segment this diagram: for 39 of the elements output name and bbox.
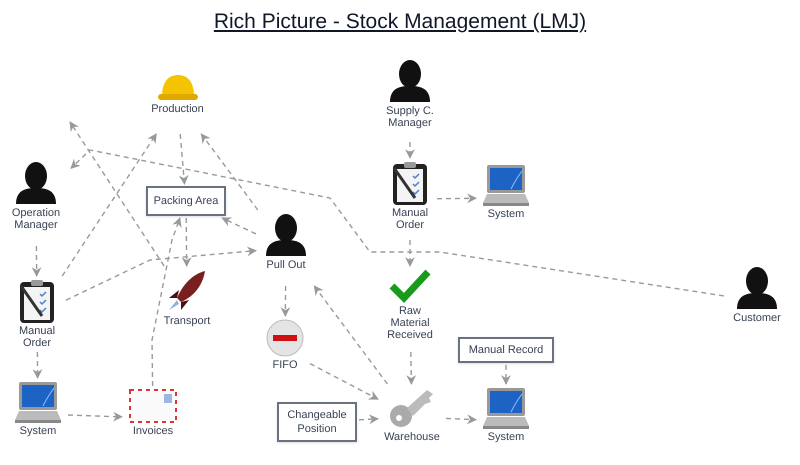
- dashed-arrow: [314, 285, 388, 384]
- node-label: System: [488, 431, 524, 443]
- dashed-arrow: [62, 133, 157, 276]
- dashed-arrow: [501, 365, 511, 385]
- dashed-arrow: [151, 217, 182, 386]
- box-label: Manual Record: [468, 343, 544, 357]
- dashed-arrow: [69, 121, 165, 266]
- box-label: Changeable Position: [286, 408, 348, 436]
- dashed-arrow: [182, 218, 192, 267]
- dashed-arrow: [358, 414, 379, 424]
- dashed-arrow: [178, 134, 189, 185]
- dashed-arrow: [310, 362, 379, 400]
- title: Rich Picture - Stock Management (LMJ): [212, 9, 588, 35]
- dashed-arrow: [200, 133, 258, 210]
- dashed-arrow: [221, 217, 256, 235]
- node-label: Transport: [164, 315, 210, 327]
- node-label: System: [488, 208, 524, 220]
- node-label: Warehouse: [384, 431, 440, 443]
- node-label: Pull Out: [266, 259, 306, 271]
- node-label: Customer: [733, 312, 781, 324]
- dashed-arrow: [66, 246, 257, 301]
- dashed-arrow: [405, 240, 415, 267]
- dashed-arrow: [68, 412, 123, 422]
- label-box: [458, 337, 554, 363]
- dashed-arrow: [280, 286, 290, 317]
- dashed-arrow: [437, 194, 477, 204]
- label-box: [146, 186, 226, 216]
- dashed-arrow: [405, 142, 415, 159]
- dashed-arrow: [70, 149, 724, 297]
- node-label: System: [20, 425, 56, 437]
- box-label: Packing Area: [154, 194, 218, 208]
- dashed-arrow: [32, 352, 42, 379]
- dashed-arrow: [446, 414, 477, 424]
- node-label: FIFO: [272, 359, 298, 371]
- dashed-arrow: [32, 246, 42, 277]
- node-label: Production: [151, 103, 204, 115]
- node-label: Invoices: [132, 425, 174, 437]
- label-box: [277, 402, 357, 442]
- dashed-arrow: [406, 352, 416, 385]
